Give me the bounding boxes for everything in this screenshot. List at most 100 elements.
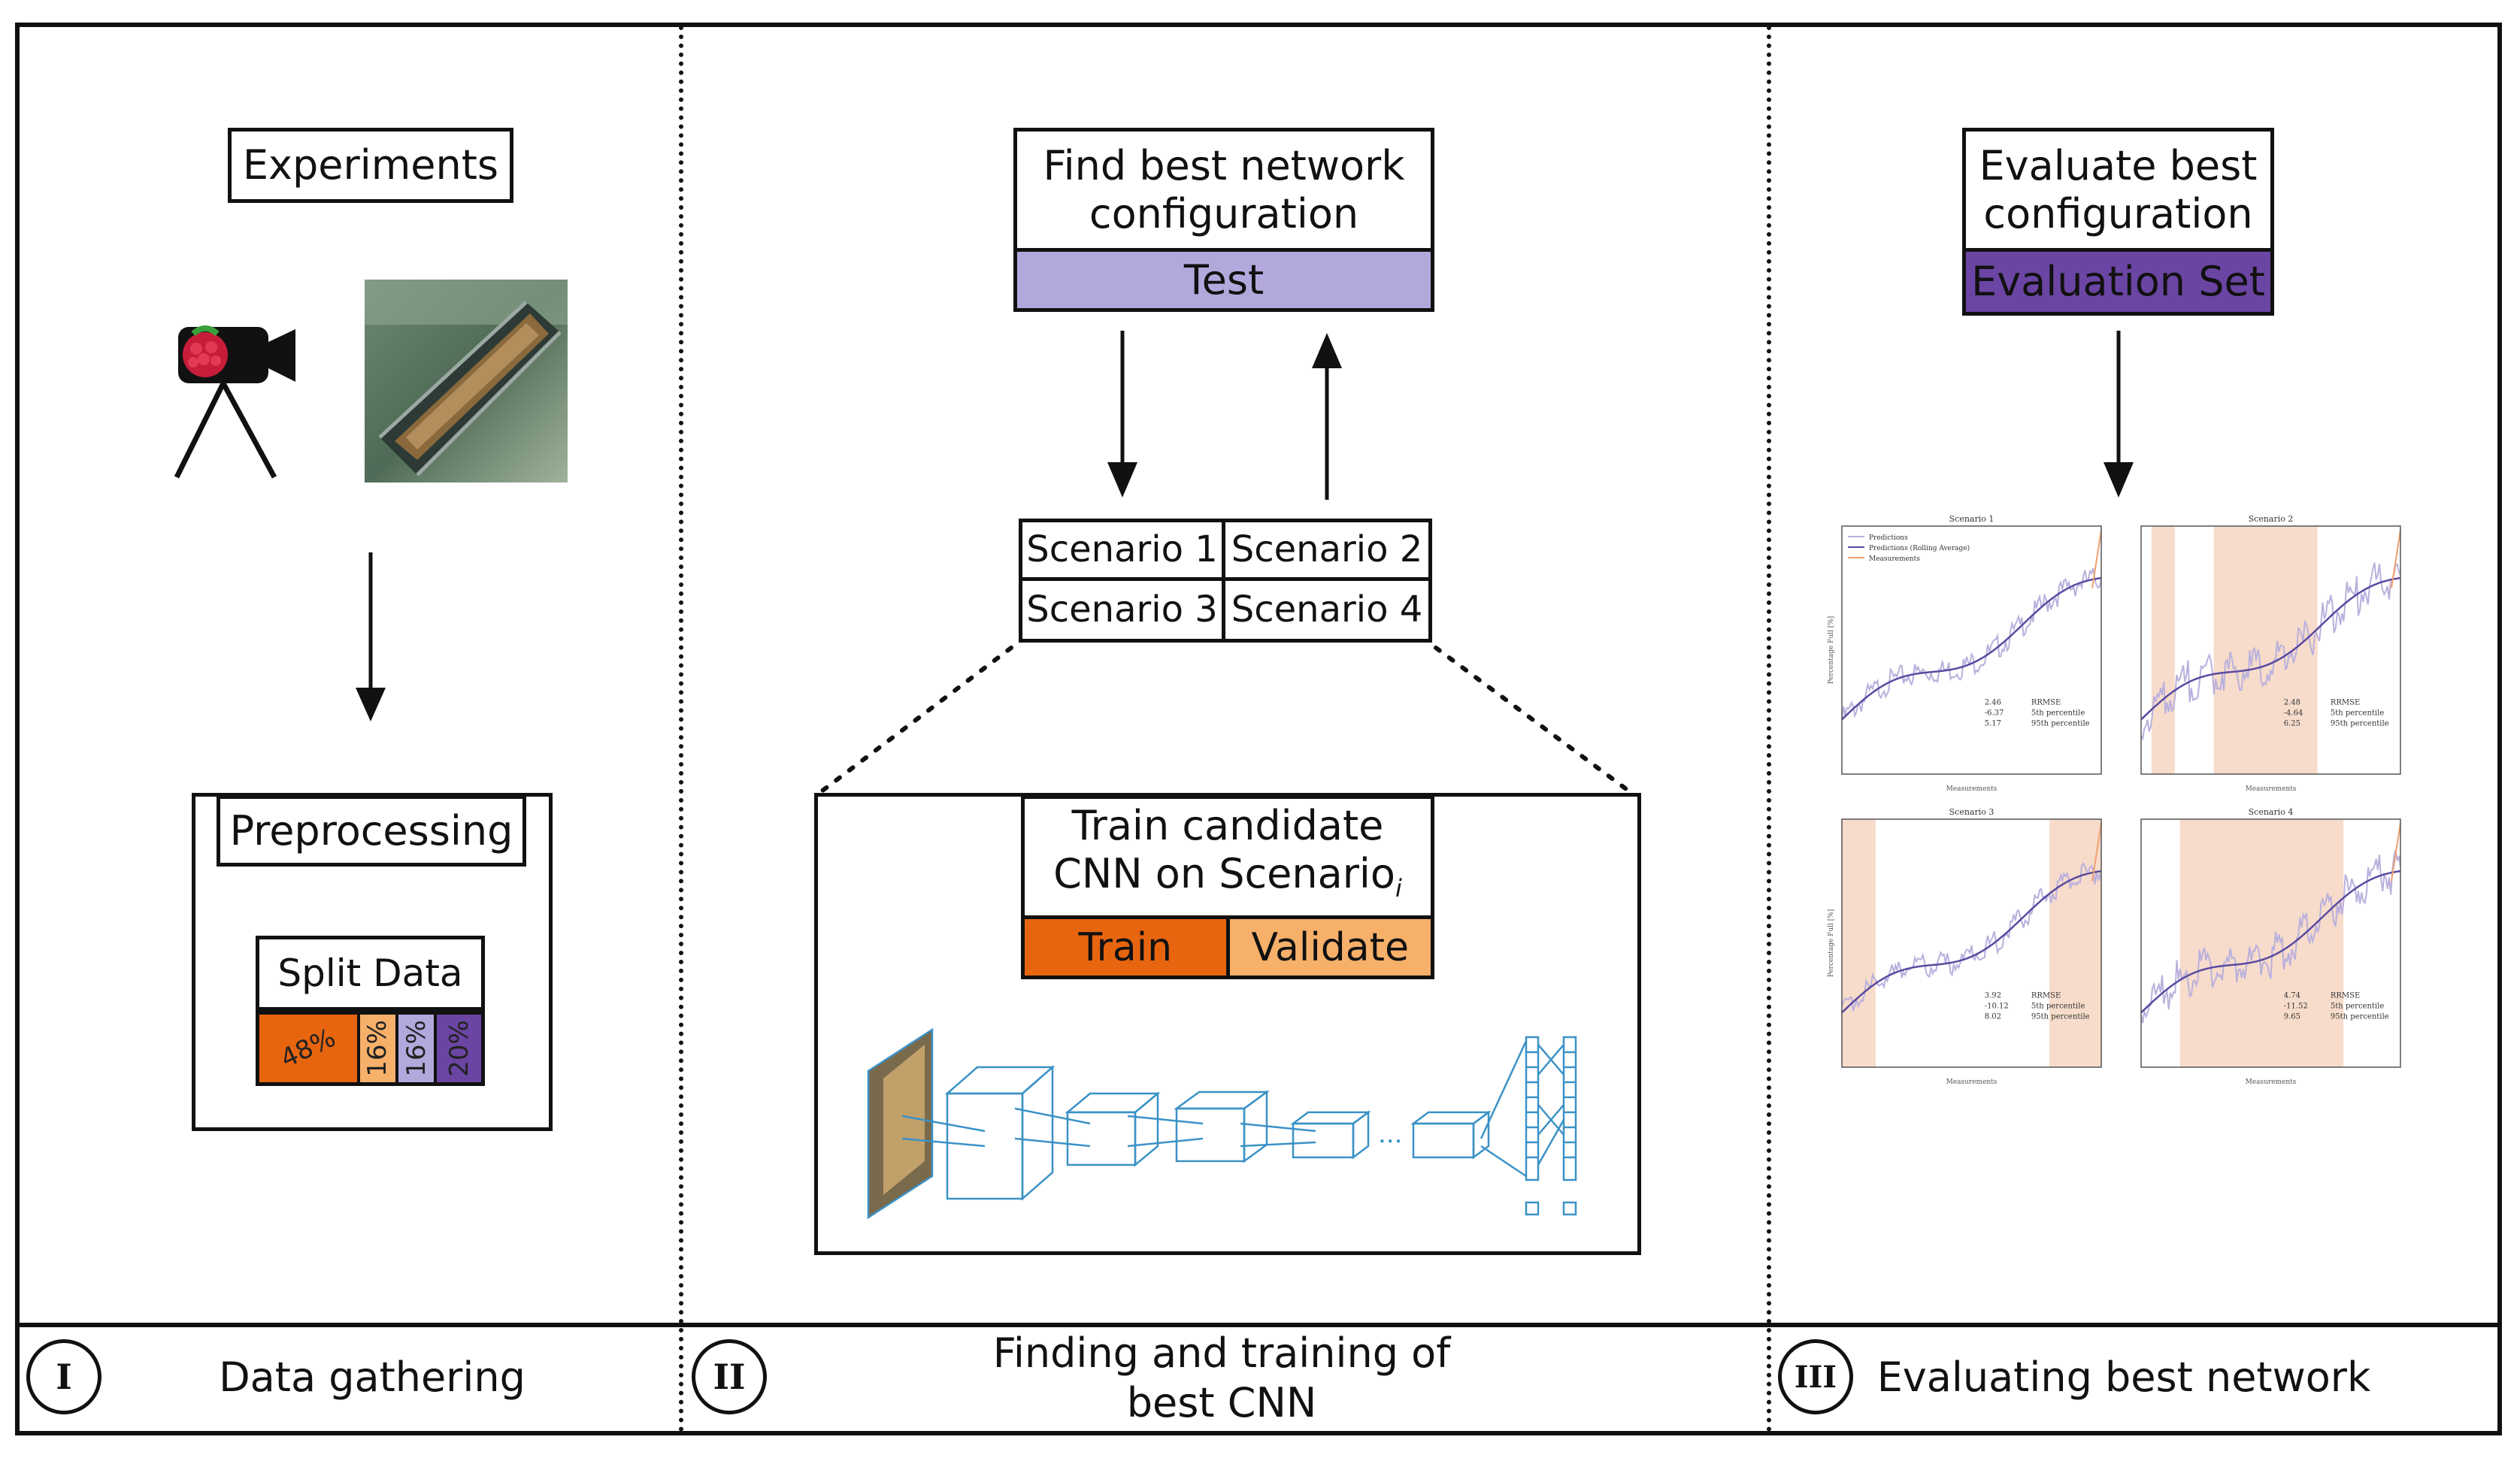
plot-stat-value: 3.92 (1985, 992, 2001, 1000)
arrow-to-plots (2104, 331, 2134, 498)
plot-stat-value: 6.25 (2284, 720, 2300, 728)
footer-divider (15, 1323, 2502, 1327)
evaluation-set-box: Evaluation Set (1962, 248, 2274, 316)
plot-xlabel: Measurements (1946, 785, 1998, 793)
evaluate-best-config-box: Evaluate best configuration (1962, 128, 2274, 252)
legend-entry: Predictions (1869, 534, 1908, 542)
split-segment-4: 20% (434, 1015, 481, 1082)
plot-stat-label: 5th percentile (2031, 709, 2085, 718)
plot-ylabel: Percentage Full [%] (1828, 909, 1835, 978)
train-candidate-line2-text: CNN on Scenario (1053, 850, 1395, 898)
cnn-ellipsis: ... (1378, 1119, 1402, 1149)
split-data-label: Split Data (277, 951, 463, 995)
split-segment-3: 16% (395, 1015, 434, 1082)
split-segment-label: 16% (362, 1020, 393, 1077)
plot-stat-label: RRMSE (2331, 992, 2360, 1000)
plot-xlabel: Measurements (2246, 785, 2297, 793)
scenario-subscript: i (1395, 873, 1402, 903)
evaluation-set-label: Evaluation Set (1971, 258, 2265, 305)
plot-title: Scenario 1 (1949, 514, 1994, 524)
train-candidate-line1: Train candidate (1071, 802, 1384, 850)
outer-frame (15, 23, 2502, 1435)
scenario-2-cell: Scenario 2 (1222, 519, 1432, 581)
plot-title: Scenario 4 (2249, 807, 2294, 817)
legend-entry: Measurements (1869, 555, 1920, 563)
section-divider-1 (679, 26, 683, 1432)
section-3-numeral: III (1794, 1359, 1837, 1395)
training-container (814, 793, 1641, 1255)
split-data-box: Split Data (256, 936, 485, 1011)
preprocessing-label: Preprocessing (229, 806, 513, 855)
plot-stat-label: 95th percentile (2331, 1013, 2389, 1021)
section-1-numeral-badge: I (26, 1339, 101, 1414)
raspberry-pi-camera-icon (174, 325, 295, 479)
section-3-numeral-badge: III (1778, 1339, 1853, 1414)
arrow-up-to-test (1312, 333, 1342, 500)
conveyor-photo (365, 280, 568, 482)
preprocessing-box: Preprocessing (217, 795, 526, 867)
experiments-label: Experiments (242, 141, 499, 189)
evaluate-line1: Evaluate best (1979, 141, 2258, 189)
find-best-line1: Find best network (1043, 141, 1405, 189)
arrow-to-preprocessing (356, 552, 386, 721)
evaluation-plot-3: Scenario 3 3.92 RRMSE -10.12 5th percentile 8… (1828, 807, 2102, 1086)
find-best-config-box: Find best network configuration (1013, 128, 1434, 252)
plot-stat-value: 8.02 (1985, 1013, 2001, 1021)
plot-stat-value: -11.52 (2284, 1003, 2308, 1011)
section-2-numeral: II (713, 1357, 746, 1397)
section-1-numeral: I (56, 1357, 72, 1397)
plot-stat-value: 5.17 (1985, 720, 2001, 728)
train-validate-bar: Train Validate (1021, 915, 1434, 979)
plot-stat-label: 5th percentile (2031, 1003, 2085, 1011)
train-candidate-line2: CNN on Scenarioi (1053, 850, 1402, 912)
plot-stat-label: 95th percentile (2031, 720, 2090, 728)
arrow-down-to-scenarios (1107, 331, 1137, 498)
test-set-box: Test (1013, 248, 1434, 312)
preprocessing-container (192, 793, 553, 1131)
validate-segment: Validate (1229, 919, 1431, 976)
section-2-numeral-badge: II (692, 1339, 767, 1414)
train-candidate-box: Train candidate CNN on Scenarioi (1021, 795, 1434, 919)
plot-stat-label: RRMSE (2031, 992, 2061, 1000)
scenario-4-cell: Scenario 4 (1222, 576, 1432, 643)
split-segment-1: 48% (259, 1015, 357, 1082)
legend-entry: Predictions (Rolling Average) (1869, 544, 1970, 552)
plot-ylabel: Percentage Full [%] (1828, 616, 1835, 685)
section-2-label-line2: best CNN (1126, 1379, 1317, 1426)
split-segment-2: 16% (356, 1015, 395, 1082)
plot-stat-value: 4.74 (2284, 992, 2300, 1000)
plot-stat-value: 9.65 (2284, 1013, 2300, 1021)
plot-stat-label: 5th percentile (2331, 709, 2384, 718)
plot-stat-value: 2.46 (1985, 699, 2001, 707)
plot-stat-value: -4.64 (2284, 709, 2303, 718)
evaluation-plot-2: Scenario 2 2.48 RRMSE -4.64 5th percentile 6.… (2140, 514, 2401, 793)
scenario-3-cell: Scenario 3 (1019, 576, 1225, 643)
section-3-label: Evaluating best network (1876, 1354, 2371, 1401)
split-segment-label: 48% (276, 1022, 341, 1075)
plot-title: Scenario 3 (1949, 807, 1994, 817)
plot-stat-label: 95th percentile (2031, 1013, 2090, 1021)
train-segment: Train (1025, 919, 1230, 976)
find-best-line2: configuration (1089, 189, 1359, 237)
split-segment-label: 16% (401, 1020, 432, 1077)
zoom-lines (817, 646, 1634, 795)
section-2-label-line1: Finding and training of (992, 1329, 1451, 1377)
section-1-label: Data gathering (219, 1354, 526, 1401)
plot-stat-value: -10.12 (1985, 1003, 2009, 1011)
section-2-label: Finding and training of best CNN (902, 1329, 1541, 1428)
plot-stat-value: -6.37 (1985, 709, 2004, 718)
scenario-1-cell: Scenario 1 (1019, 519, 1225, 581)
plot-stat-value: 2.48 (2284, 699, 2300, 707)
split-data-bar: 48%16%16%20% (256, 1011, 485, 1086)
evaluate-line2: configuration (1983, 189, 2253, 237)
plot-stat-label: 95th percentile (2331, 720, 2389, 728)
plot-stat-label: RRMSE (2331, 699, 2360, 707)
plot-title: Scenario 2 (2249, 514, 2294, 524)
experiments-box: Experiments (228, 128, 513, 203)
test-label: Test (1183, 256, 1265, 304)
plot-xlabel: Measurements (2246, 1078, 2297, 1086)
plot-stat-label: RRMSE (2031, 699, 2061, 707)
scenario-grid: Scenario 1 Scenario 2 Scenario 3 Scenari… (1019, 519, 1432, 643)
